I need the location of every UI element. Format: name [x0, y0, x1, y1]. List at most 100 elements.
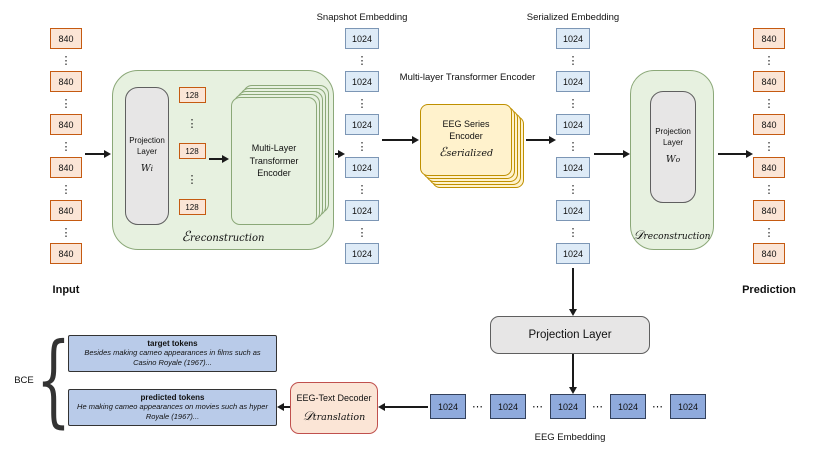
series-encoder-subscript: serialized — [446, 148, 494, 160]
input-cell: 840 — [50, 28, 82, 49]
prediction-column: 840 ⋮ 840 ⋮ 840 ⋮ 840 ⋮ 840 ⋮ 840 — [753, 28, 785, 264]
w-subscript: o — [675, 154, 681, 164]
prediction-cell: 840 — [753, 114, 785, 135]
arrow-series-encoder-to-serialized — [526, 136, 556, 143]
serialized-cell: 1024 — [556, 243, 590, 264]
eeg-embedding-row: 1024 ⋯ 1024 ⋯ 1024 ⋯ 1024 ⋯ 1024 — [430, 394, 706, 419]
snapshot-embedding-column: 1024 ⋮ 1024 ⋮ 1024 ⋮ 1024 ⋮ 1024 ⋮ 1024 — [345, 28, 379, 264]
projection-layer-text: Projection Layer — [655, 127, 691, 148]
bottom-projection-layer: Projection Layer — [490, 316, 650, 354]
serialized-cell: 1024 — [556, 114, 590, 135]
input-cell: 840 — [50, 243, 82, 264]
script-e-symbol: ℰ — [438, 144, 447, 160]
multilayer-transformer-encoder: Multi-Layer Transformer Encoder — [231, 97, 317, 225]
predicted-tokens-title: predicted tokens — [140, 393, 205, 403]
arrow-serialized-to-decoder — [594, 150, 630, 157]
arrow-encoder-to-snapshot — [335, 150, 345, 157]
inner-cell: 128 — [178, 143, 206, 159]
vertical-ellipsis: ⋮ — [567, 226, 579, 239]
eeg-embedding-cell: 1024 — [550, 394, 586, 419]
series-encoder-symbol-label: ℰserialized — [439, 144, 493, 161]
weight-symbol: Wi — [141, 163, 153, 176]
serialized-embedding-label: Serialized Embedding — [526, 12, 620, 23]
horizontal-ellipsis: ⋯ — [532, 401, 544, 413]
w-letter: W — [665, 153, 676, 165]
eeg-embedding-cell: 1024 — [430, 394, 466, 419]
vertical-ellipsis: ⋮ — [567, 97, 579, 110]
target-tokens-box: target tokens Besides making cameo appea… — [68, 335, 277, 372]
arrow-inner-to-transformer — [209, 155, 229, 162]
horizontal-ellipsis: ⋯ — [472, 401, 484, 413]
snapshot-cell: 1024 — [345, 114, 379, 135]
serialized-cell: 1024 — [556, 200, 590, 221]
input-cell: 840 — [50, 114, 82, 135]
prediction-label: Prediction — [742, 284, 796, 296]
vertical-ellipsis: ⋮ — [186, 117, 198, 130]
snapshot-cell: 1024 — [345, 200, 379, 221]
eeg-text-decoder: EEG-Text Decoder 𝒟translation — [290, 382, 378, 434]
vertical-ellipsis: ⋮ — [763, 54, 775, 67]
predicted-tokens-body: He making cameo appearances on movies su… — [77, 402, 268, 421]
serialized-cell: 1024 — [556, 71, 590, 92]
weight-symbol: Wo — [666, 154, 680, 167]
vertical-ellipsis: ⋮ — [60, 226, 72, 239]
series-encoder-heading: Multi-layer Transformer Encoder — [399, 72, 536, 83]
inner-feature-column: 128 ⋮ 128 ⋮ 128 — [177, 87, 207, 215]
snapshot-cell: 1024 — [345, 28, 379, 49]
prediction-cell: 840 — [753, 200, 785, 221]
w-subscript: i — [150, 163, 154, 173]
encoder-label: ℰreconstruction — [113, 226, 333, 245]
arrow-projection-to-embedding — [569, 354, 576, 394]
prediction-cell: 840 — [753, 157, 785, 178]
vertical-ellipsis: ⋮ — [567, 183, 579, 196]
transformer-encoder-text: Multi-Layer Transformer Encoder — [249, 143, 299, 179]
serialized-cell: 1024 — [556, 157, 590, 178]
projection-layer-text: Projection Layer — [129, 136, 165, 157]
vertical-ellipsis: ⋮ — [356, 183, 368, 196]
w-letter: W — [140, 162, 151, 174]
horizontal-ellipsis: ⋯ — [652, 401, 664, 413]
vertical-ellipsis: ⋮ — [356, 97, 368, 110]
curly-brace: { — [36, 321, 71, 438]
arrow-serialized-to-projection — [569, 268, 576, 316]
vertical-ellipsis: ⋮ — [567, 54, 579, 67]
eeg-embedding-cell: 1024 — [490, 394, 526, 419]
vertical-ellipsis: ⋮ — [60, 97, 72, 110]
input-label: Input — [52, 284, 80, 296]
target-tokens-title: target tokens — [147, 339, 198, 349]
input-cell: 840 — [50, 71, 82, 92]
prediction-cell: 840 — [753, 71, 785, 92]
projection-layer-text: Projection Layer — [528, 329, 612, 341]
vertical-ellipsis: ⋮ — [763, 183, 775, 196]
arrow-input-to-encoder — [85, 150, 111, 157]
serialized-embedding-column: 1024 ⋮ 1024 ⋮ 1024 ⋮ 1024 ⋮ 1024 ⋮ 1024 — [556, 28, 590, 264]
input-projection-layer-box: Projection Layer Wi — [125, 87, 169, 225]
prediction-cell: 840 — [753, 243, 785, 264]
snapshot-cell: 1024 — [345, 71, 379, 92]
inner-cell: 128 — [178, 199, 206, 215]
script-e-symbol: ℰ — [181, 229, 191, 245]
arrow-decoder-to-prediction — [718, 150, 753, 157]
vertical-ellipsis: ⋮ — [763, 226, 775, 239]
series-encoder-title: EEG Series Encoder — [442, 118, 490, 141]
reconstruction-decoder-container: Projection Layer Wo 𝒟reconstruction — [630, 70, 714, 250]
bce-label: BCE — [14, 375, 34, 386]
eeg-embedding-cell: 1024 — [610, 394, 646, 419]
vertical-ellipsis: ⋮ — [60, 54, 72, 67]
decoder-subscript: reconstruction — [643, 232, 711, 242]
horizontal-ellipsis: ⋯ — [592, 401, 604, 413]
predicted-tokens-box: predicted tokens He making cameo appeara… — [68, 389, 277, 426]
snapshot-cell: 1024 — [345, 157, 379, 178]
script-d-symbol: 𝒟 — [633, 227, 644, 242]
vertical-ellipsis: ⋮ — [567, 140, 579, 153]
target-tokens-body: Besides making cameo appearances in film… — [84, 348, 261, 367]
arrow-text-decoder-to-tokens — [277, 403, 290, 410]
vertical-ellipsis: ⋮ — [60, 140, 72, 153]
vertical-ellipsis: ⋮ — [356, 140, 368, 153]
input-column: 840 ⋮ 840 ⋮ 840 ⋮ 840 ⋮ 840 ⋮ 840 — [50, 28, 82, 264]
eeg-embedding-cell: 1024 — [670, 394, 706, 419]
text-decoder-subscript: translation — [312, 411, 366, 423]
vertical-ellipsis: ⋮ — [356, 226, 368, 239]
script-d-symbol: 𝒟 — [302, 407, 313, 423]
